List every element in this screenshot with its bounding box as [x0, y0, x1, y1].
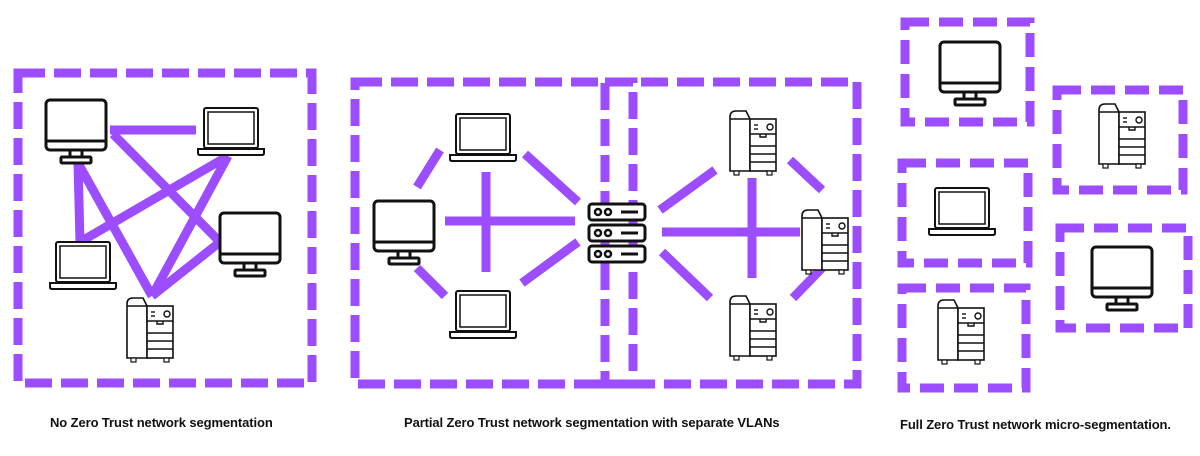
laptop-icon [49, 241, 117, 290]
printer-icon [937, 299, 985, 365]
micro-segment-2 [1052, 85, 1188, 195]
panel-full-micro-segmentation [897, 17, 1193, 393]
micro-segment-1 [900, 17, 1035, 127]
laptop-icon [197, 107, 265, 156]
network-boundary [13, 68, 317, 388]
micro-segment-4 [1055, 223, 1193, 333]
laptop-icon [449, 290, 517, 339]
micro-segment-3 [897, 158, 1033, 268]
panel-no-segmentation [13, 68, 317, 388]
laptop-icon [449, 113, 517, 162]
caption-full-micro-segmentation: Full Zero Trust network micro-segmentati… [900, 417, 1171, 432]
desktop-monitor-icon [1090, 245, 1154, 312]
vlan-boundary-left [350, 77, 638, 389]
laptop-icon [928, 187, 996, 236]
printer-icon [1098, 103, 1146, 169]
mesh-connections [73, 125, 232, 300]
printer-icon [126, 297, 174, 363]
vlan-right-connections [657, 156, 826, 302]
caption-partial-segmentation: Partial Zero Trust network segmentation … [404, 415, 780, 430]
printer-icon [729, 295, 777, 361]
caption-no-segmentation: No Zero Trust network segmentation [50, 415, 273, 430]
desktop-monitor-icon [372, 199, 436, 266]
micro-segment-5 [897, 283, 1031, 393]
printer-icon [729, 110, 777, 176]
desktop-monitor-icon [218, 211, 282, 278]
desktop-monitor-icon [938, 40, 1002, 107]
server-rack-icon [587, 202, 647, 264]
vlan-left-connections [413, 147, 582, 300]
printer-icon [801, 209, 849, 275]
desktop-monitor-icon [44, 98, 108, 165]
